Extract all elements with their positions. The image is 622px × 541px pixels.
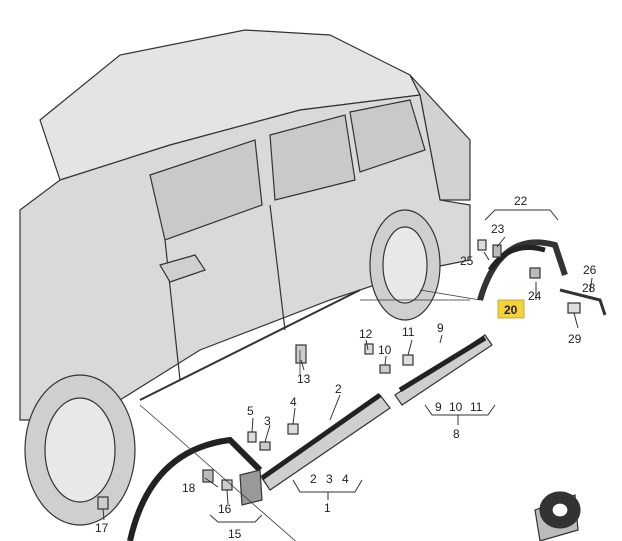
callout-9-top: 9 [437,321,444,335]
callout-2-top: 2 [335,382,342,396]
callout-12: 12 [359,327,373,341]
part-11-clip [402,354,414,366]
parts-group [97,239,607,541]
part-23-clip [492,244,502,258]
callout-2-group: 2 [310,472,317,486]
rear-wheel-arch-trim-inner [487,245,546,272]
callout-5: 5 [247,404,254,418]
car-rear-hatch [409,74,471,201]
callout-25: 25 [460,254,474,268]
callout-4-top: 4 [290,395,297,409]
callout-20-highlight [497,299,525,319]
part-24-clip [529,267,541,279]
callout-22: 22 [514,194,528,208]
callout-4-group: 4 [342,472,349,486]
car-window-quarter [349,99,426,173]
callout-28: 28 [582,281,596,295]
front-arch-end-piece [239,469,263,506]
callout-26: 26 [583,263,597,277]
adhesive-tape-roll [534,491,581,541]
car-rear-rim [382,226,428,304]
callout-3-group: 3 [326,472,333,486]
callout-16: 16 [218,502,232,516]
callout-8: 8 [453,427,460,441]
callout-23: 23 [491,222,505,236]
callout-1: 1 [324,501,331,515]
car-window-front [149,139,263,241]
part-17-clip [97,496,109,510]
callout-24: 24 [528,289,542,303]
callout-10-group: 10 [449,400,463,414]
part-5-clip [247,431,257,443]
callout-3-top: 3 [264,414,271,428]
part-28-strip [559,288,607,316]
part-12-clip [364,343,374,355]
callout-20: 20 [504,303,518,317]
bracket-lines [102,209,593,523]
car-illustration [19,29,471,526]
callout-13: 13 [297,372,311,386]
callout-17: 17 [95,521,109,535]
callout-15: 15 [228,527,242,541]
part-4-clip [287,423,299,435]
car-door-line [269,204,286,331]
front-door-trim-edge [260,392,382,481]
callout-29: 29 [568,332,582,346]
callout-9-group: 9 [435,400,442,414]
part-10-clip [379,364,391,374]
callout-11-group: 11 [470,400,483,414]
part-13-clip [295,344,307,364]
car-window-rear [269,114,356,201]
callout-10-top: 10 [378,343,392,357]
car-mirror [159,254,206,283]
part-3-clip [259,441,271,451]
callout-11-top: 11 [402,325,415,339]
part-29-clip [567,302,581,314]
callout-labels: 22 23 25 26 24 29 20 9 12 11 10 13 2 9 1… [95,194,597,541]
car-front-rim [44,397,116,503]
front-wheel-arch-trim [127,436,263,541]
part-18-clip [202,469,214,483]
leader-lines [139,289,481,541]
car-sill-line [139,289,361,401]
callout-18: 18 [182,481,196,495]
part-25-clip [477,239,487,251]
rear-door-trim-edge [398,335,487,393]
